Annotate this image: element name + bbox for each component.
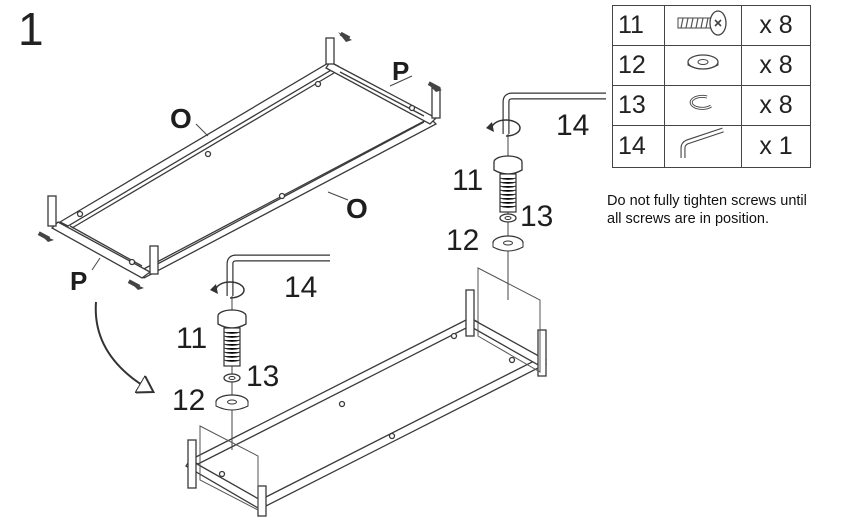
parts-row: 11 x 8 bbox=[612, 5, 811, 46]
part-qty: x 8 bbox=[741, 5, 811, 46]
part-number: 14 bbox=[612, 125, 665, 168]
callout-14-left: 14 bbox=[284, 271, 317, 304]
callout-12-right: 12 bbox=[446, 224, 479, 257]
top-frame bbox=[47, 37, 441, 279]
step-number: 1 bbox=[18, 3, 44, 55]
tightening-note: Do not fully tighten screws until all sc… bbox=[607, 192, 857, 228]
flip-arrow bbox=[94, 301, 150, 390]
part-number: 13 bbox=[612, 85, 665, 126]
callout-13-left: 13 bbox=[246, 360, 279, 393]
callout-13-right: 13 bbox=[520, 200, 553, 233]
frame-label-o-left: O bbox=[170, 103, 192, 134]
hardware-stack-left bbox=[210, 258, 330, 411]
frame-label-p-bottom: P bbox=[70, 266, 87, 296]
part-qty: x 8 bbox=[741, 85, 811, 126]
callout-11-left: 11 bbox=[176, 322, 207, 355]
frame-label-p-top: P bbox=[392, 56, 409, 86]
parts-row: 14 x 1 bbox=[612, 125, 811, 168]
hardware-stack-right bbox=[486, 96, 606, 252]
parts-row: 12 x 8 bbox=[612, 45, 811, 86]
parts-table: 11 x 8 12 x 8 13 bbox=[612, 5, 811, 168]
callout-14-right: 14 bbox=[556, 109, 589, 142]
part-number: 11 bbox=[612, 5, 665, 46]
part-qty: x 1 bbox=[741, 125, 811, 168]
screw-icon-right bbox=[493, 155, 523, 213]
callout-12-left: 12 bbox=[172, 384, 205, 417]
part-qty: x 8 bbox=[741, 45, 811, 86]
part-number: 12 bbox=[612, 45, 665, 86]
parts-row: 13 x 8 bbox=[612, 85, 811, 126]
frame-label-o-right: O bbox=[346, 193, 368, 224]
screw-icon bbox=[664, 5, 742, 46]
callout-11-right: 11 bbox=[452, 164, 483, 197]
insert-arrows-top bbox=[37, 31, 442, 290]
split-lock-washer-icon bbox=[664, 85, 742, 126]
bottom-frame bbox=[185, 289, 548, 517]
note-line-1: Do not fully tighten screws until bbox=[607, 193, 807, 209]
washer-icon bbox=[664, 45, 742, 86]
note-line-2: all screws are in position. bbox=[607, 211, 769, 227]
hex-key-icon bbox=[664, 125, 742, 168]
screw-icon-left bbox=[217, 309, 247, 367]
